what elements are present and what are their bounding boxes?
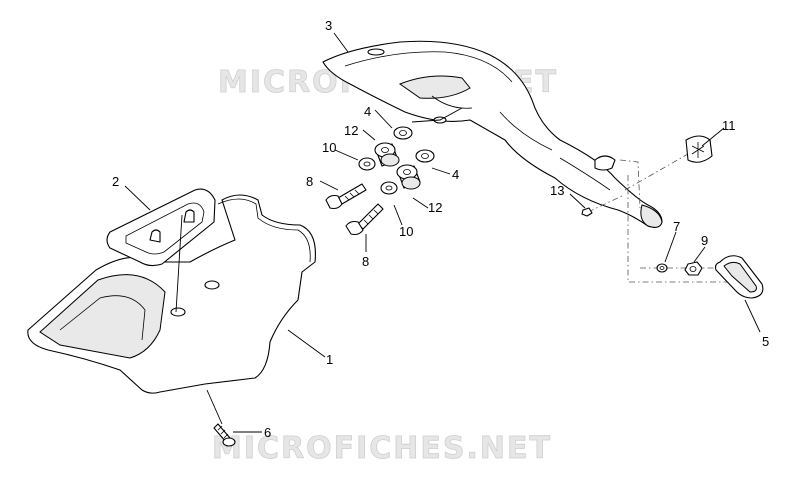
part-4-washer-upper[interactable] bbox=[393, 126, 413, 140]
callout-12-upper: 12 bbox=[344, 123, 358, 138]
part-10-spacer-upper[interactable] bbox=[358, 157, 376, 171]
callout-4-lower: 4 bbox=[452, 167, 459, 182]
part-10-spacer-lower[interactable] bbox=[380, 181, 398, 195]
part-1-inner-fender[interactable] bbox=[27, 194, 316, 394]
callout-8-lower: 8 bbox=[362, 254, 369, 269]
callout-4-upper: 4 bbox=[364, 104, 371, 119]
part-6-screw[interactable] bbox=[213, 423, 236, 447]
part-8-bolt-upper[interactable] bbox=[325, 183, 367, 210]
part-2-bracket-plate[interactable] bbox=[106, 188, 216, 267]
part-11-lamp-housing[interactable] bbox=[685, 135, 713, 163]
part-5-reflector[interactable] bbox=[714, 255, 764, 299]
plate-boss-left bbox=[149, 229, 161, 243]
callout-3: 3 bbox=[325, 18, 332, 33]
part-8-bolt-lower[interactable] bbox=[345, 203, 384, 236]
part-9-nut[interactable] bbox=[684, 261, 703, 276]
callout-1: 1 bbox=[326, 352, 333, 367]
callout-10-lower: 10 bbox=[399, 224, 413, 239]
fender-hole-upper bbox=[204, 280, 220, 290]
part-7-washer[interactable] bbox=[656, 263, 668, 273]
fender-lamp-mount bbox=[594, 155, 616, 171]
plate-boss-right bbox=[183, 209, 195, 223]
callout-5: 5 bbox=[762, 334, 769, 349]
callout-13: 13 bbox=[550, 183, 564, 198]
callout-6: 6 bbox=[264, 425, 271, 440]
callout-9: 9 bbox=[701, 233, 708, 248]
part-3-rear-fender[interactable] bbox=[322, 40, 663, 228]
callout-10-upper: 10 bbox=[322, 140, 336, 155]
callout-12-lower: 12 bbox=[428, 200, 442, 215]
callout-11: 11 bbox=[722, 118, 736, 133]
callout-2: 2 bbox=[112, 174, 119, 189]
part-12-grommet-upper[interactable] bbox=[374, 142, 400, 167]
fender-hole-lower bbox=[170, 307, 186, 317]
leader-lines bbox=[124, 32, 761, 433]
callout-8-upper: 8 bbox=[306, 174, 313, 189]
part-13-nut[interactable] bbox=[581, 207, 593, 217]
watermark-bottom: MICROFICHES.NET bbox=[212, 431, 552, 466]
assembly-reference-lines bbox=[587, 149, 738, 283]
callout-7: 7 bbox=[673, 219, 680, 234]
part-4-washer-lower[interactable] bbox=[415, 149, 435, 163]
part-12-grommet-lower[interactable] bbox=[396, 164, 421, 190]
fender-top-hole bbox=[367, 48, 385, 56]
